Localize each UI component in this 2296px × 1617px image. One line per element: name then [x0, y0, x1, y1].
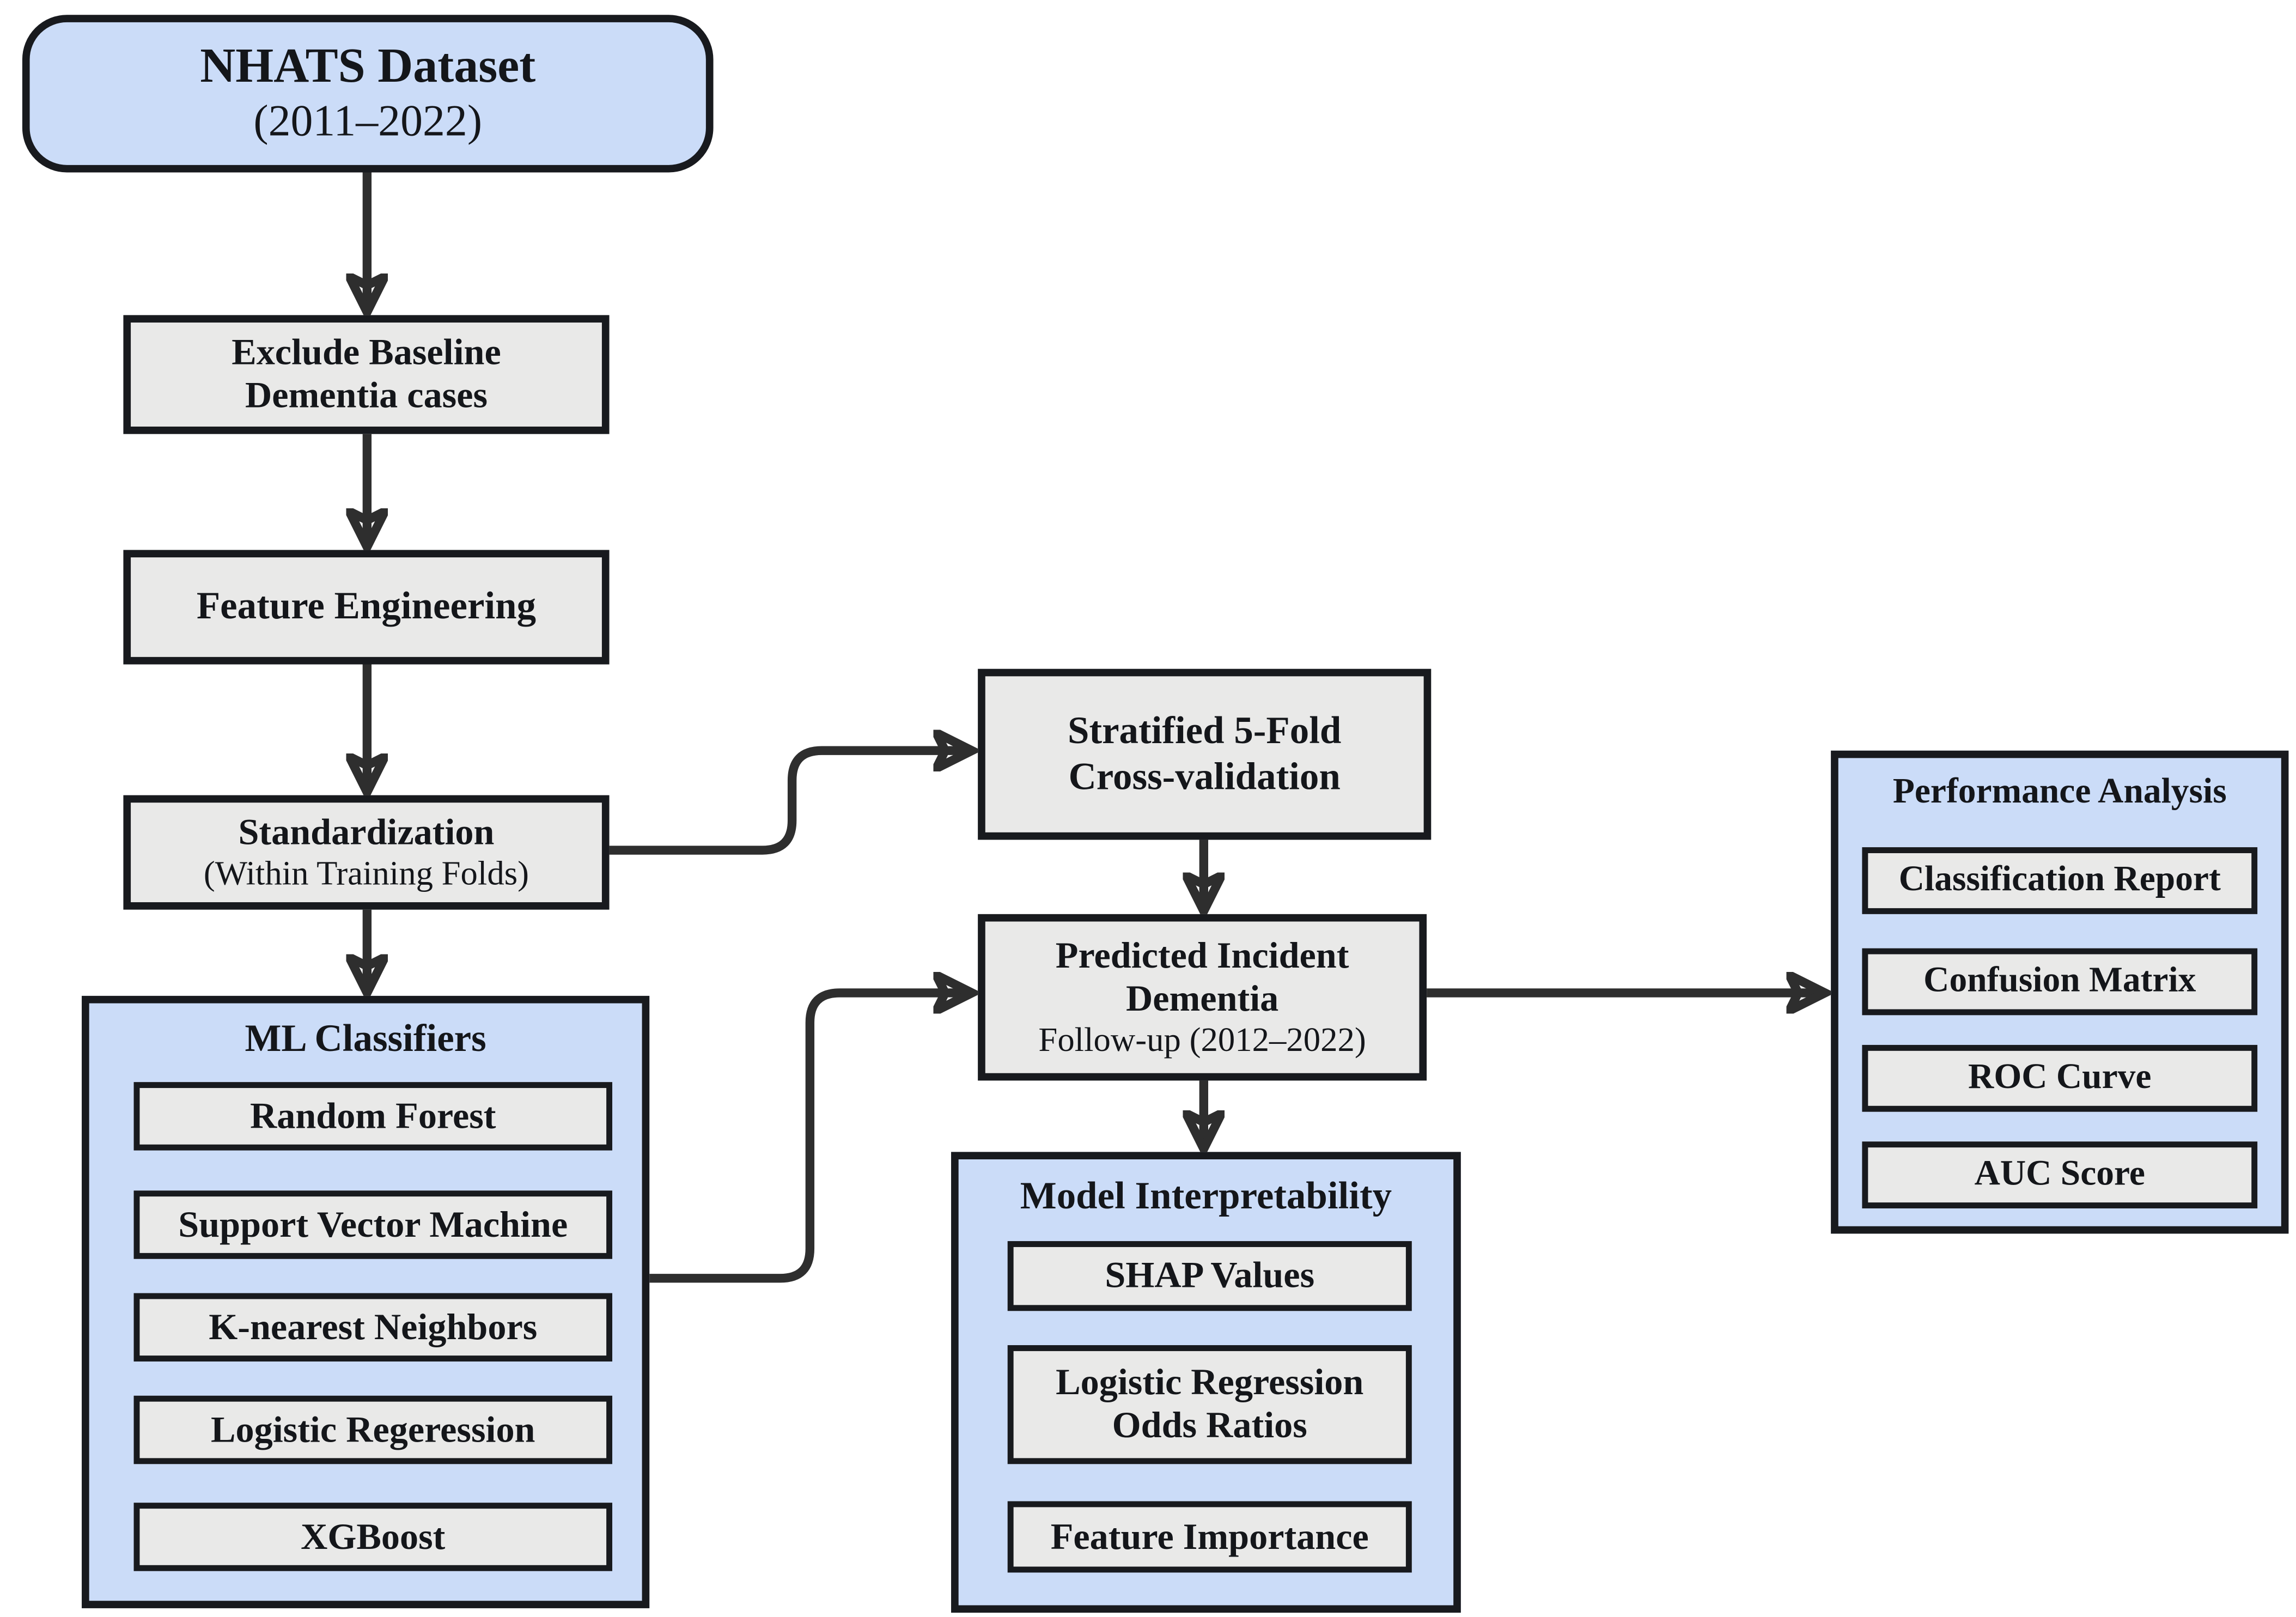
exclude-line1: Exclude Baseline: [232, 333, 501, 373]
interpretability-shap-values: SHAP Values: [1007, 1241, 1412, 1311]
performance-label: Confusion Matrix: [1923, 961, 2196, 1000]
classifier-label: K-nearest Neighbors: [209, 1307, 538, 1348]
classifier-svm: Support Vector Machine: [133, 1190, 613, 1259]
feature-engineering-node: Feature Engineering: [123, 550, 610, 665]
arrow-ml-to-predicted: [649, 993, 969, 1283]
model-interpretability-title: Model Interpretability: [1020, 1174, 1392, 1218]
classifier-label: XGBoost: [301, 1517, 446, 1557]
classifier-xgboost: XGBoost: [133, 1503, 613, 1571]
exclude-baseline-node: Exclude Baseline Dementia cases: [123, 315, 610, 434]
stratified-line1: Stratified 5-Fold: [1067, 709, 1342, 753]
performance-confusion-matrix: Confusion Matrix: [1862, 948, 2258, 1016]
classifier-knn: K-nearest Neighbors: [133, 1293, 613, 1362]
standardization-title: Standardization: [238, 812, 495, 853]
predicted-line1: Predicted Incident: [1055, 935, 1349, 976]
performance-label: Classification Report: [1898, 860, 2221, 899]
performance-classification-report: Classification Report: [1862, 847, 2258, 914]
performance-label: AUC Score: [1974, 1154, 2145, 1193]
predicted-followup: Follow-up (2012–2022): [1038, 1020, 1366, 1058]
classifier-random-forest: Random Forest: [133, 1082, 613, 1151]
interpretability-odds-ratios: Logistic Regression Odds Ratios: [1007, 1345, 1412, 1464]
nhats-dataset-node: NHATS Dataset (2011–2022): [22, 15, 714, 173]
nhats-dataset-title: NHATS Dataset: [200, 40, 536, 95]
interpretability-label: SHAP Values: [1105, 1256, 1315, 1296]
odds-line1: Logistic Regression: [1056, 1363, 1364, 1403]
performance-analysis-title: Performance Analysis: [1892, 773, 2227, 812]
feature-engineering-label: Feature Engineering: [196, 585, 537, 628]
stratified-line2: Cross-validation: [1068, 754, 1341, 798]
ml-classifiers-title: ML Classifiers: [245, 1017, 486, 1060]
classifier-label: Logistic Regeression: [211, 1409, 535, 1450]
classifier-logistic-regression: Logistic Regeression: [133, 1395, 613, 1464]
odds-line2: Odds Ratios: [1112, 1406, 1307, 1446]
classifier-label: Support Vector Machine: [178, 1205, 568, 1245]
performance-label: ROC Curve: [1968, 1057, 2152, 1097]
stratified-cv-node: Stratified 5-Fold Cross-validation: [978, 668, 1432, 840]
nhats-dataset-years: (2011–2022): [253, 96, 483, 145]
predicted-dementia-node: Predicted Incident Dementia Follow-up (2…: [978, 914, 1427, 1081]
exclude-line2: Dementia cases: [245, 376, 488, 416]
arrow-standardization-to-stratified: [609, 751, 969, 855]
predicted-line2: Dementia: [1125, 978, 1279, 1019]
interpretability-feature-importance: Feature Importance: [1007, 1501, 1412, 1573]
classifier-label: Random Forest: [249, 1096, 496, 1136]
standardization-subtitle: (Within Training Folds): [203, 854, 529, 891]
standardization-node: Standardization (Within Training Folds): [123, 795, 610, 910]
performance-roc-curve: ROC Curve: [1862, 1044, 2258, 1112]
interpretability-label: Feature Importance: [1050, 1517, 1369, 1557]
performance-auc-score: AUC Score: [1862, 1141, 2258, 1209]
